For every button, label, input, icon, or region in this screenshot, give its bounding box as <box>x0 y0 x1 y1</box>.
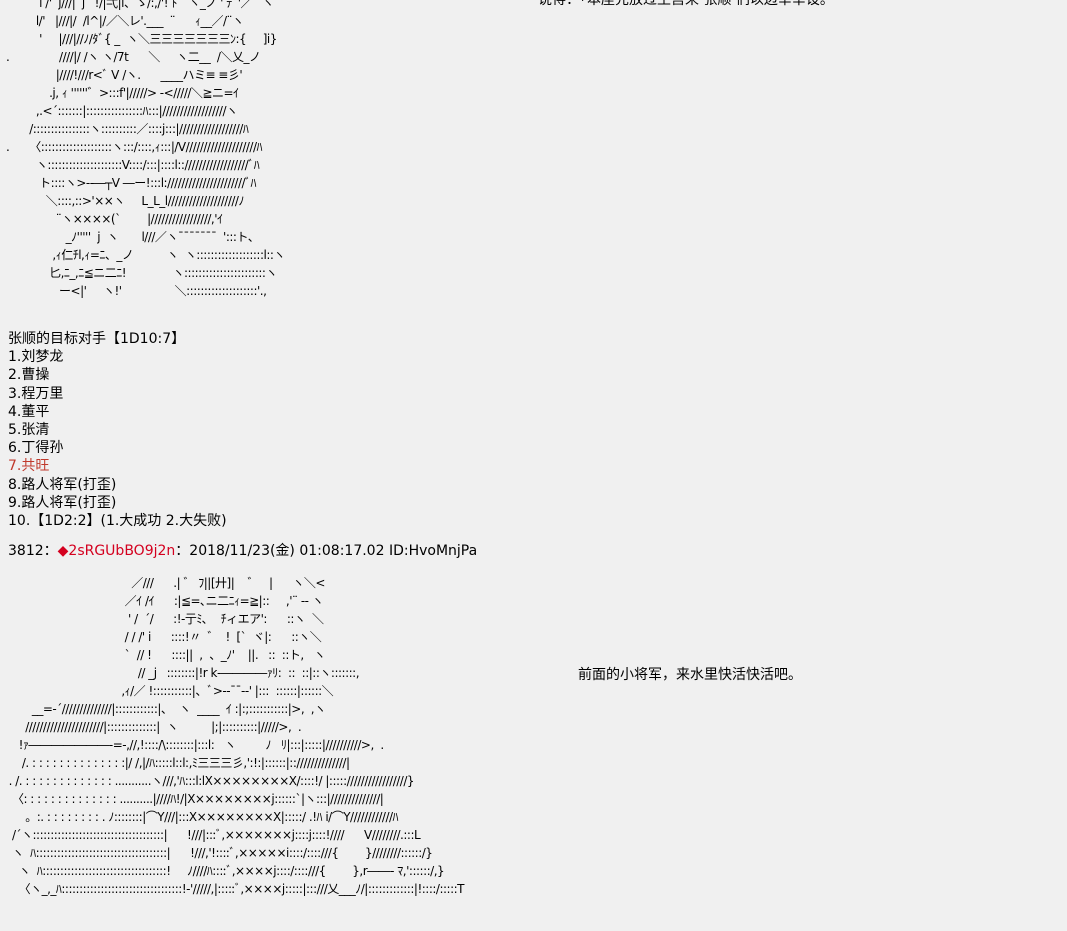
option-item: 5.张清 <box>8 422 50 439</box>
option-item: 6.丁得孙 <box>8 440 64 457</box>
post-header: 3812：◆2sRGUbBO9j2n：2018/11/23(金) 01:08:1… <box>8 542 477 560</box>
option-item: 9.路人将军(打歪) <box>8 494 117 511</box>
option-item-selected: 7.共旺 <box>8 458 50 475</box>
dialogue-right: 前面的小将军，来水里快活快活吧。 <box>578 667 802 683</box>
roll-options-list: 张顺的目标对手【1D10:7】 1.刘梦龙 2.曹操 3.程万里 4.董平 5.… <box>8 330 227 530</box>
post-separator: ： <box>43 543 58 559</box>
post-datetime-id: ：2018/11/23(金) 01:08:17.02 ID:HvoMnjPa <box>175 543 478 559</box>
post-number: 3812 <box>8 543 44 559</box>
option-item: 2.曹操 <box>8 367 50 384</box>
ascii-art-top: i /' j///| j !/|弌|l、ゝ/:,/'! ﾄﾞ`ヽ_ノ ' ﾃﾞ'… <box>6 0 285 298</box>
option-item: 4.董平 <box>8 403 50 420</box>
roll-header: 张顺的目标对手【1D10:7】 <box>8 331 186 347</box>
option-item: 3.程万里 <box>8 385 64 402</box>
ascii-art-bottom: ／/// .| ゛ ﾌ||[廾]| ゛ | ヽ＼< ／ｲ /ｲ :|≦=､ニ二ﾆ… <box>8 576 465 896</box>
option-item: 10.【1D2:2】(1.大成功 2.大失败) <box>8 513 227 530</box>
option-item: 8.路人将军(打歪) <box>8 476 117 493</box>
narration-top-right: 说得：「本座先放过王宫来 张顺 们以边举举设。 <box>538 0 834 8</box>
option-item: 1.刘梦龙 <box>8 349 64 366</box>
poster-trip-link[interactable]: ◆2sRGUbBO9j2n <box>57 543 176 559</box>
